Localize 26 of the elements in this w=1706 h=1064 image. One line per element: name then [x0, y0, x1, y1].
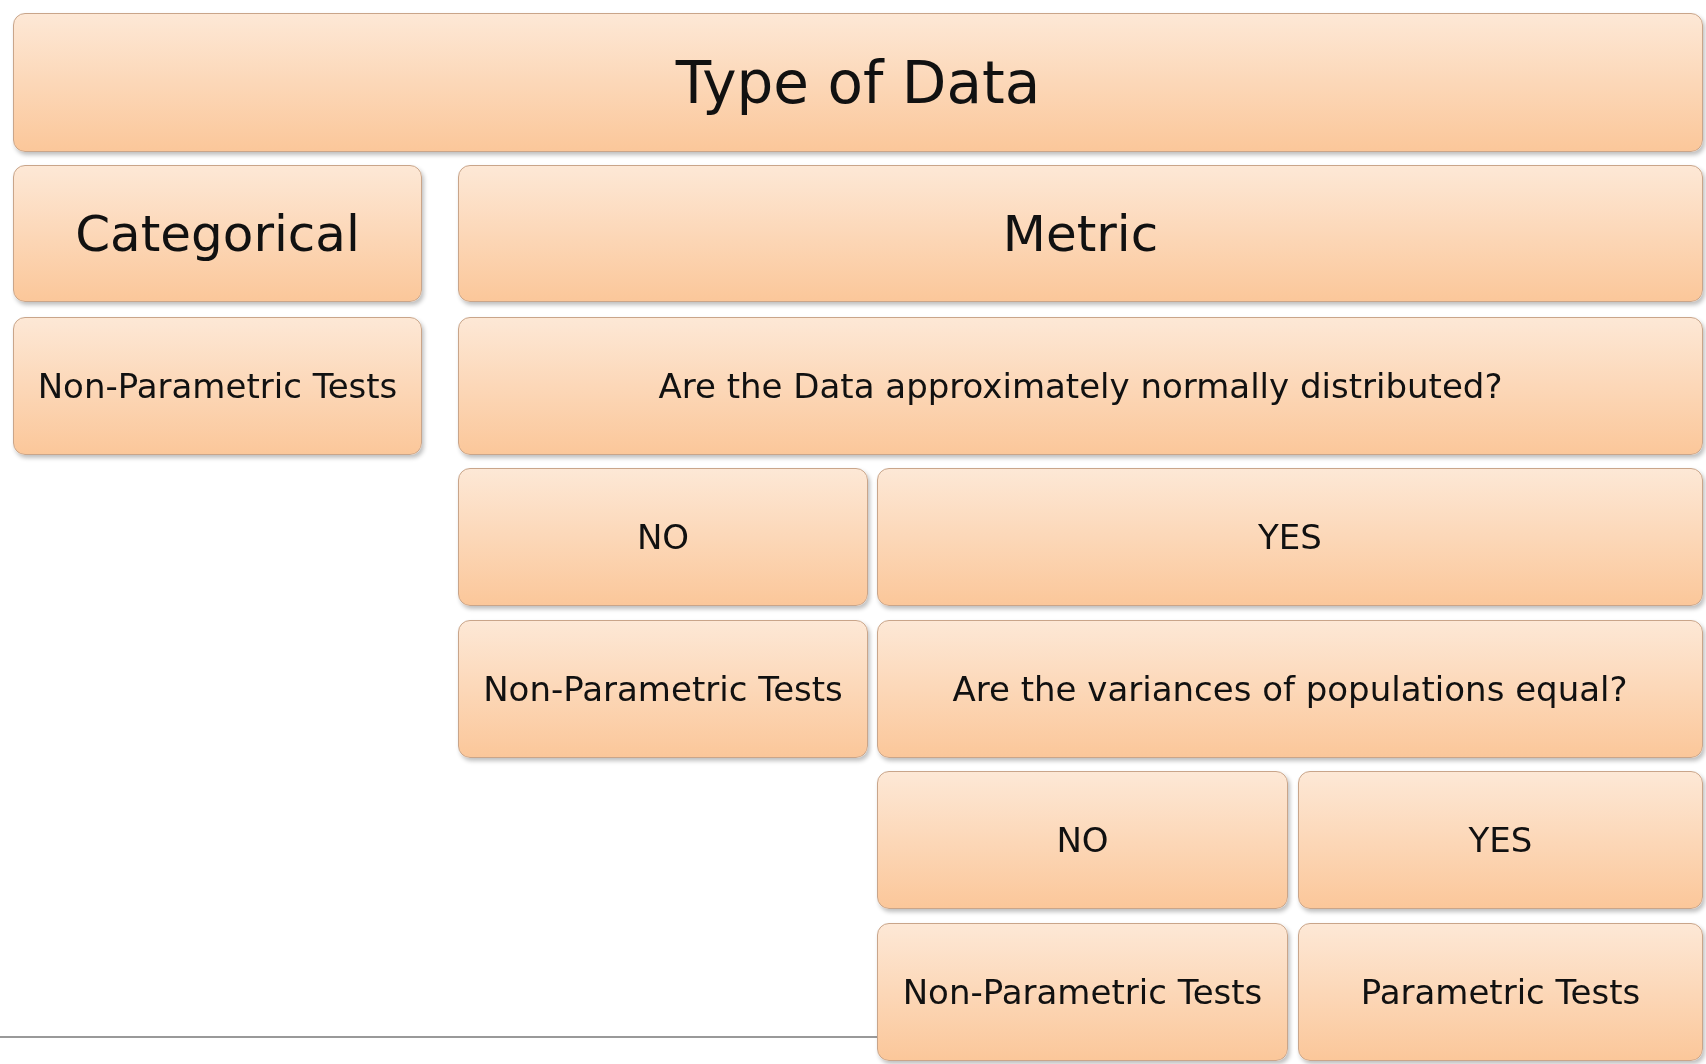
box-label: Metric: [1002, 204, 1159, 263]
category-box: [458, 620, 868, 758]
box-label: YES: [1468, 820, 1533, 860]
category-box: [13, 317, 422, 455]
category-box: [13, 165, 422, 302]
box-label: Non-Parametric Tests: [902, 972, 1263, 1012]
box-label: Non-Parametric Tests: [483, 669, 843, 709]
box-label: Parametric Tests: [1360, 972, 1641, 1012]
category-box: [877, 771, 1288, 909]
category-box: [877, 468, 1703, 606]
category-box: [1298, 923, 1703, 1061]
category-box: [877, 923, 1288, 1061]
category-box: [458, 317, 1703, 455]
category-box: [458, 468, 868, 606]
category-box: [13, 13, 1703, 152]
box-label: Are the variances of populations equal?: [952, 669, 1628, 709]
box-label: Non-Parametric Tests: [37, 366, 398, 406]
category-box: [458, 165, 1703, 302]
category-box: [877, 620, 1703, 758]
category-box: [1298, 771, 1703, 909]
box-label: Categorical: [75, 204, 360, 263]
box-label: Are the Data approximately normally distributed?: [658, 366, 1503, 406]
box-label: YES: [1258, 517, 1322, 557]
box-label: NO: [1056, 820, 1109, 860]
box-label: NO: [636, 517, 690, 557]
box-label: Type of Data: [675, 48, 1041, 117]
